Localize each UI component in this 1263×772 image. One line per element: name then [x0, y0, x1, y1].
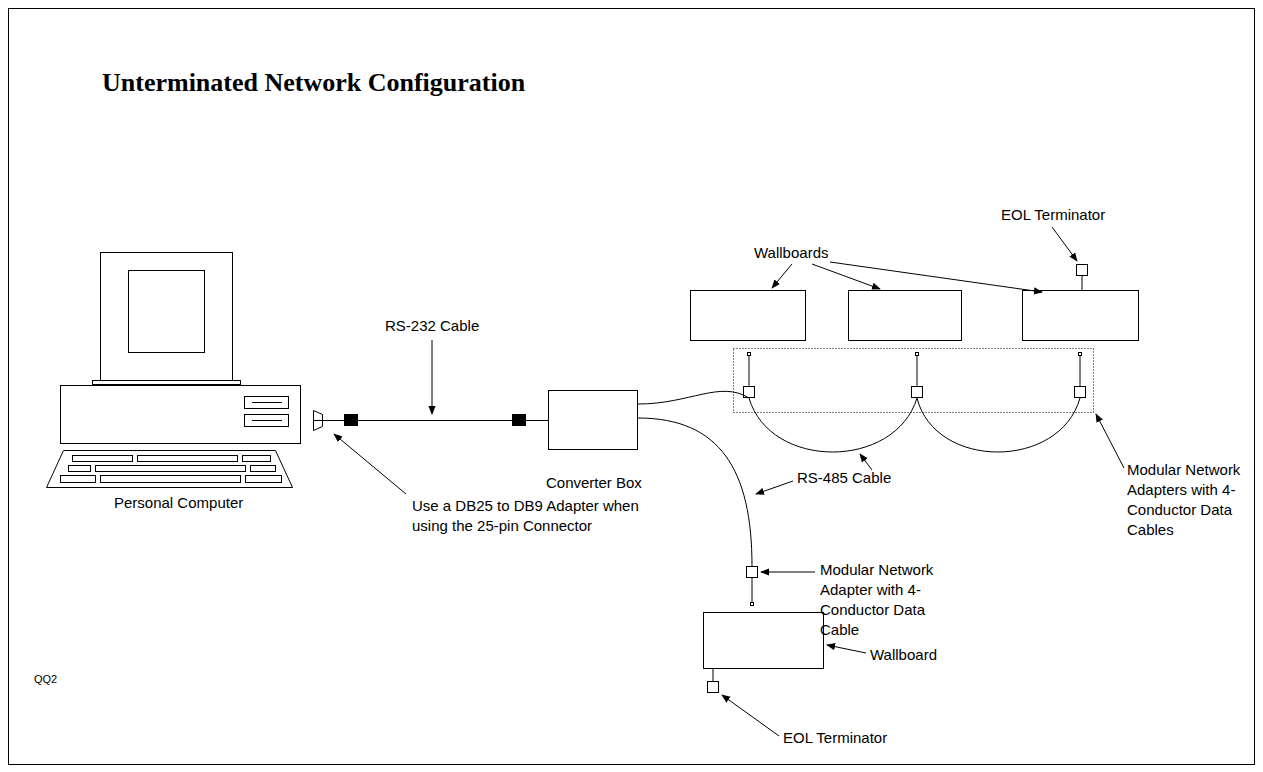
line-stroke — [827, 645, 866, 653]
cable-label: RS-485 Cable — [797, 468, 891, 488]
path-stroke — [638, 391, 749, 404]
rect-stroke — [1079, 353, 1082, 356]
callout-label: Modular Network Adapters with 4-Conducto… — [1127, 460, 1255, 540]
converter-box: Converter Box — [548, 390, 638, 450]
line-stroke — [830, 262, 1042, 292]
callout-label: Wallboards — [754, 243, 828, 263]
rect-stroke — [129, 271, 205, 353]
rect-stroke — [96, 466, 246, 472]
line-stroke — [432, 340, 433, 414]
line-stroke — [1096, 414, 1124, 468]
diagram-title: Unterminated Network Configuration — [102, 68, 525, 98]
leader-arrows — [722, 227, 1124, 736]
rect-stroke — [734, 349, 1094, 413]
line-stroke — [917, 356, 918, 386]
rect-stroke — [747, 567, 758, 578]
computer-illustration — [47, 253, 301, 488]
line-stroke — [860, 454, 872, 470]
line-stroke — [1052, 227, 1077, 261]
line-stroke — [722, 695, 779, 736]
line-stroke — [1080, 356, 1081, 386]
wallboard-boxes — [691, 265, 1139, 693]
note-label: Use a DB25 to DB9 Adapter when using the… — [412, 496, 657, 536]
line-stroke — [1082, 276, 1083, 290]
rect-stroke — [1023, 291, 1139, 341]
rect-stroke — [101, 253, 233, 381]
rect-stroke — [1075, 387, 1086, 398]
line-stroke — [756, 481, 793, 494]
rect-stroke — [748, 353, 751, 356]
rect-stroke — [246, 476, 282, 483]
rect-stroke — [93, 381, 241, 385]
rs485-cables — [638, 391, 1080, 566]
rs232-cable-parts — [314, 340, 527, 494]
line-stroke — [749, 356, 750, 386]
rect-stroke — [138, 456, 238, 462]
rect-stroke — [912, 387, 923, 398]
rect-stroke — [751, 603, 754, 606]
cable-label: RS-232 Cable — [385, 316, 479, 336]
line-stroke — [252, 420, 282, 421]
rect-stroke — [101, 476, 241, 483]
line-stroke — [713, 669, 714, 681]
callout-label: Modular Network Adapter with 4-Conductor… — [820, 560, 948, 640]
rect-stroke — [69, 466, 91, 472]
node-label: Converter Box — [546, 473, 642, 493]
computer-node: Personal Computer — [45, 245, 313, 515]
path-stroke — [638, 418, 752, 566]
node-label: Personal Computer — [114, 493, 243, 513]
rect-stroke — [61, 386, 301, 444]
rect-stroke — [245, 415, 289, 427]
rect-stroke — [691, 291, 806, 341]
callout-label: Wallboard — [870, 645, 937, 665]
rect-stroke — [708, 682, 719, 693]
rect-stroke — [61, 476, 96, 483]
callout-label: EOL Terminator — [1001, 205, 1105, 225]
polygon-stroke — [47, 451, 293, 488]
rect-stroke — [251, 466, 276, 472]
rect-stroke — [704, 613, 824, 669]
line-stroke — [761, 572, 815, 573]
line-stroke — [772, 264, 792, 288]
rect-stroke — [849, 291, 962, 341]
rect-stroke — [245, 397, 289, 409]
rect-stroke — [1077, 265, 1088, 276]
page-frame — [9, 9, 1255, 765]
figure-code: QQ2 — [34, 672, 57, 686]
path-stroke — [749, 398, 917, 452]
cable-connector — [313, 420, 548, 421]
line-stroke — [334, 434, 406, 494]
line-stroke — [752, 578, 753, 602]
rect-stroke — [916, 353, 919, 356]
rect-stroke — [243, 456, 271, 462]
line-stroke — [252, 402, 282, 403]
rect-stroke — [73, 456, 133, 462]
path-stroke — [917, 398, 1080, 452]
callout-label: EOL Terminator — [783, 728, 887, 748]
